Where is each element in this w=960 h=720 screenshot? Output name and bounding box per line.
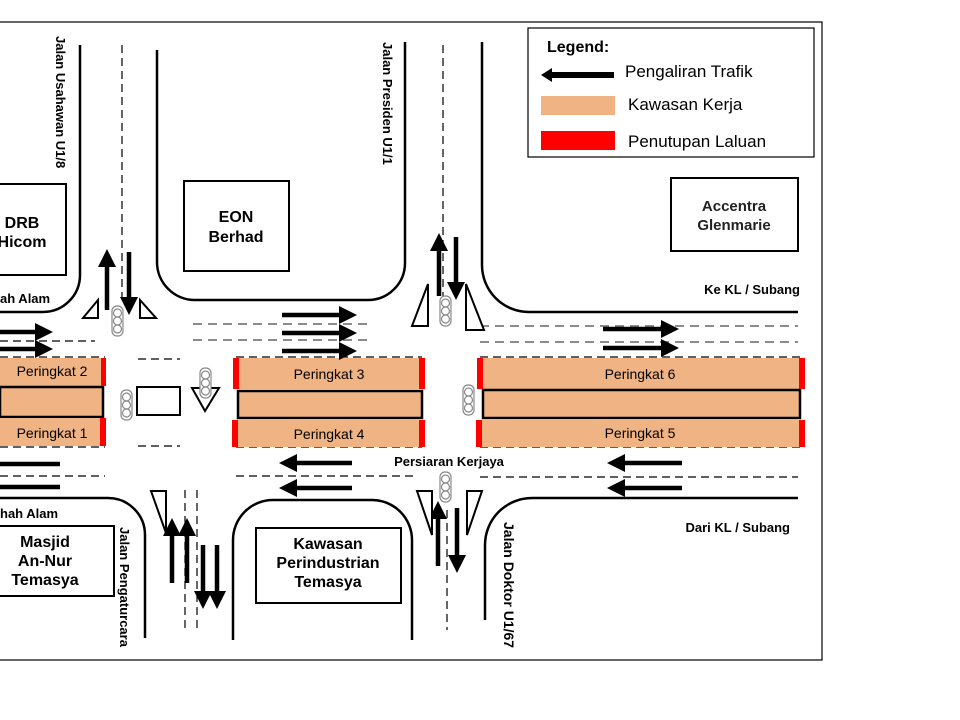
legend-closure-swatch — [541, 131, 615, 150]
building-drb-hicom: DRB Hicom — [0, 183, 67, 276]
traffic-light-icon — [439, 471, 452, 503]
svg-text:Temasya: Temasya — [294, 574, 361, 591]
road-label-presiden: Jalan Presiden U1/1 — [380, 42, 395, 165]
svg-text:Perindustrian: Perindustrian — [276, 555, 379, 572]
road-label-doktor: Jalan Doktor U1/67 — [501, 522, 517, 648]
svg-text:Berhad: Berhad — [208, 229, 263, 246]
phase-1-label: Peringkat 1 — [17, 425, 88, 441]
legend-traffic-flow: Pengaliran Trafik — [625, 62, 753, 81]
phase-6-label: Peringkat 6 — [605, 366, 676, 382]
road-label-shah-alam-bottom: hah Alam — [0, 506, 58, 521]
phase-2-label: Peringkat 2 — [17, 363, 88, 379]
road-label-ke-kl: Ke KL / Subang — [704, 282, 800, 297]
lane-markings — [0, 45, 802, 630]
phase-5-label: Peringkat 5 — [605, 425, 676, 441]
svg-text:Glenmarie: Glenmarie — [697, 217, 770, 234]
svg-text:Accentra: Accentra — [702, 198, 767, 215]
svg-text:Kawasan: Kawasan — [293, 536, 362, 553]
road-label-shah-alam-top: ah Alam — [0, 291, 50, 306]
building-masjid-an-nur: Masjid An-Nur Temasya — [0, 525, 115, 597]
legend: Legend: Pengaliran Trafik Kawasan Kerja … — [527, 27, 815, 158]
building-kawasan-perindustrian: Kawasan Perindustrian Temasya — [255, 527, 402, 604]
traffic-islands — [80, 283, 486, 536]
phase-4-label: Peringkat 4 — [294, 426, 365, 442]
svg-text:An-Nur: An-Nur — [18, 553, 72, 570]
legend-work-zone-swatch — [541, 96, 615, 115]
svg-text:DRB: DRB — [5, 215, 40, 232]
traffic-light-icon — [199, 367, 212, 399]
work-zones — [0, 358, 802, 447]
legend-closure: Penutupan Laluan — [628, 132, 766, 151]
road-label-persiaran-kerjaya: Persiaran Kerjaya — [394, 454, 505, 469]
svg-text:Hicom: Hicom — [0, 234, 46, 251]
traffic-flow-arrows — [0, 233, 682, 609]
building-eon-berhad: EON Berhad — [183, 180, 290, 272]
road-curbs — [0, 42, 798, 640]
traffic-light-icon — [462, 384, 475, 416]
svg-text:Temasya: Temasya — [11, 572, 78, 589]
svg-text:EON: EON — [219, 209, 254, 226]
legend-work-zone: Kawasan Kerja — [628, 95, 743, 114]
building-accentra-glenmarie: Accentra Glenmarie — [670, 177, 799, 252]
traffic-light-icon — [120, 389, 133, 421]
lane-closures — [100, 358, 805, 447]
road-label-usahawan: Jalan Usahawan U1/8 — [53, 36, 68, 168]
svg-text:Masjid: Masjid — [20, 534, 70, 551]
road-label-dari-kl: Dari KL / Subang — [686, 520, 791, 535]
traffic-light-icon — [111, 305, 124, 337]
traffic-light-icon — [439, 295, 452, 327]
road-label-pengaturcara: Jalan Pengaturcara — [117, 527, 132, 648]
phase-3-label: Peringkat 3 — [294, 366, 365, 382]
legend-title: Legend: — [547, 39, 609, 56]
